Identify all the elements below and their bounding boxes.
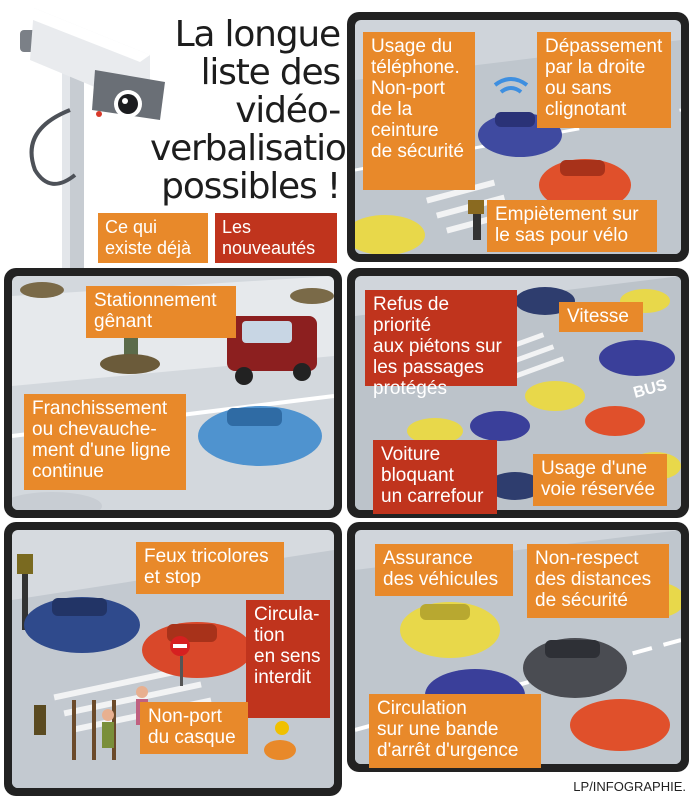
credit-text: LP/INFOGRAPHIE. — [573, 779, 686, 794]
label-speed: Vitesse — [559, 302, 643, 332]
page-title: La longue liste des vidéo- verbalisation… — [150, 14, 386, 207]
camera-illustration — [20, 8, 165, 270]
